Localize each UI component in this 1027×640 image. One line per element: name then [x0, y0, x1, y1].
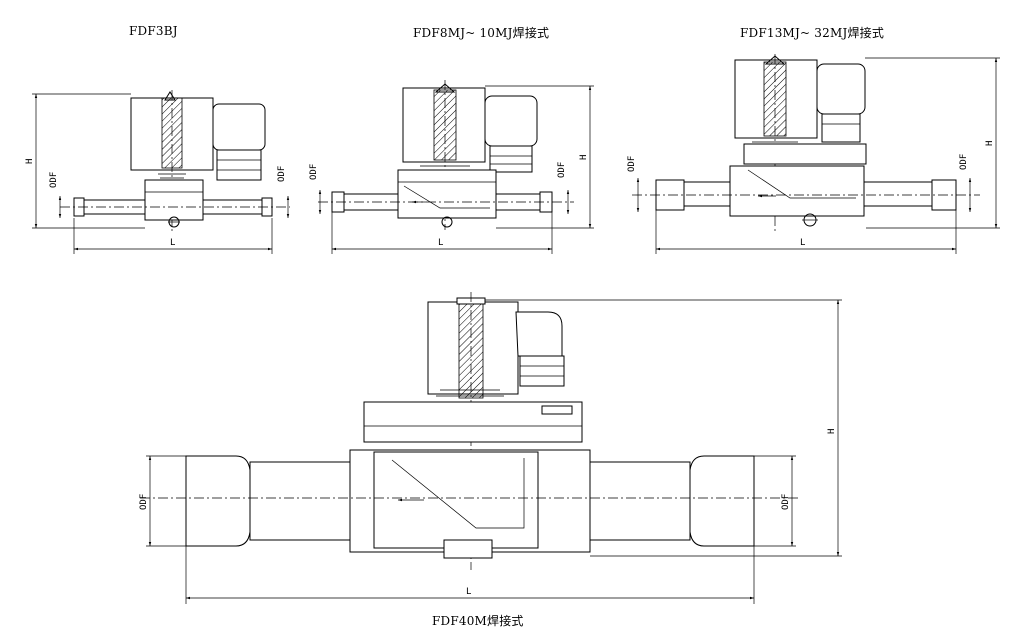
valve-fdf40m: H ODF ODF L — [139, 292, 842, 604]
cable-gland — [519, 355, 565, 387]
title-fdf3bj: FDF3BJ — [129, 24, 178, 38]
dim-odf-left-fdf3bj: ODF — [49, 172, 59, 188]
dim-odf-right-fdf40m: ODF — [781, 494, 791, 510]
dim-l-fdf40m: L — [466, 587, 471, 597]
dim-odf-right-fdf13mj: ODF — [959, 154, 969, 170]
cable-gland — [489, 145, 533, 173]
pipe-left — [249, 461, 351, 541]
dim-l-fdf8mj: L — [438, 238, 443, 248]
cable-gland — [216, 149, 262, 181]
connector-box — [212, 103, 266, 151]
title-fdf40m: FDF40M焊接式 — [432, 614, 524, 628]
connector-box — [515, 311, 563, 357]
dim-h-fdf13mj: H — [985, 141, 995, 146]
valve-body — [144, 179, 204, 221]
dim-h-fdf3bj: H — [25, 159, 35, 164]
dim-odf-left-fdf13mj: ODF — [627, 156, 637, 172]
title-fdf13mj: FDF13MJ~ 32MJ焊接式 — [740, 26, 885, 40]
pipe-right — [589, 461, 691, 541]
cable-gland — [821, 113, 861, 143]
dim-odf-right-fdf8mj: ODF — [557, 162, 567, 178]
valve-fdf13mj: H ODF ODF L — [627, 54, 1000, 254]
dim-l-fdf3bj: L — [170, 238, 175, 248]
valve-body — [729, 165, 865, 217]
dim-h-fdf40m: H — [827, 429, 837, 434]
connector-box — [816, 63, 866, 115]
pipe-right — [863, 181, 935, 207]
connector-box — [484, 95, 538, 147]
dim-odf-right-fdf3bj: ODF — [277, 166, 287, 182]
dim-h-fdf8mj: H — [579, 155, 589, 160]
bonnet — [743, 143, 867, 165]
dim-odf-left-fdf40m: ODF — [139, 494, 149, 510]
dim-odf-left-fdf8mj: ODF — [309, 164, 319, 180]
pipe-left — [683, 181, 731, 207]
dim-l-fdf13mj: L — [800, 238, 805, 248]
valve-fdf8mj: H ODF ODF L — [309, 80, 594, 254]
valve-body — [397, 169, 497, 219]
valve-fdf3bj: H ODF ODF L — [25, 90, 290, 254]
title-fdf8mj: FDF8MJ~ 10MJ焊接式 — [413, 26, 550, 40]
